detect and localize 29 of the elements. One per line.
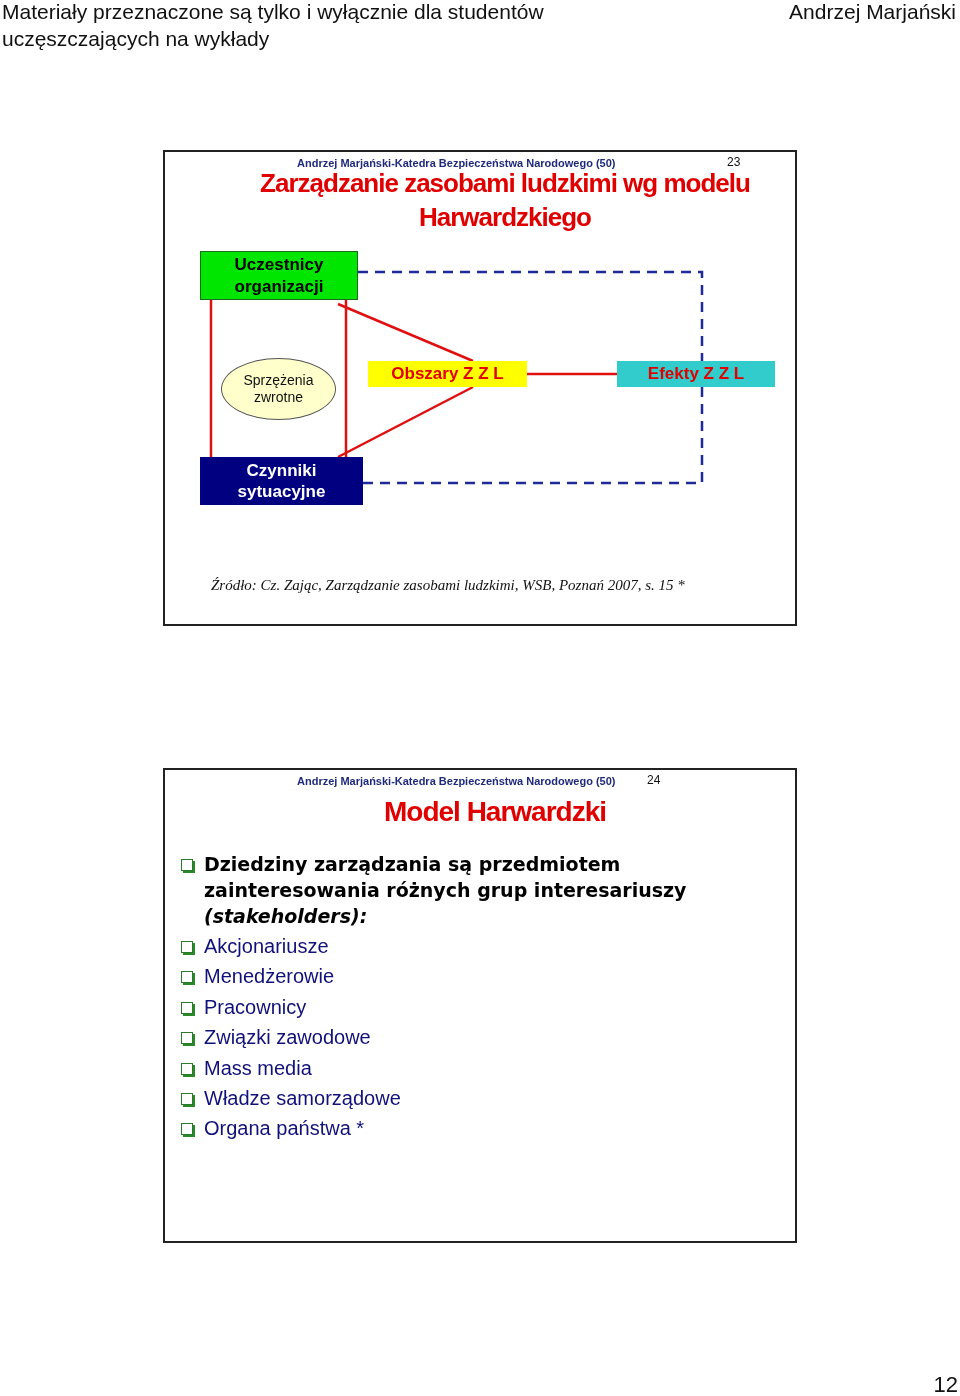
list-item: Związki zawodowe xyxy=(204,1025,371,1050)
source-note: Źródło: Cz. Zając, Zarządzanie zasobami ludzkimi, WSB, Poznań 2007, s. 15 * xyxy=(211,577,685,594)
page-number: 12 xyxy=(933,1372,958,1396)
list-item: Menedżerowie xyxy=(204,964,335,989)
page-header: Materiały przeznaczone są tylko i wyłącznie dla studentów uczęszczających na wykłady xyxy=(2,0,545,52)
slide-number: 24 xyxy=(647,773,661,787)
list-item: Władze samorządowe xyxy=(204,1086,401,1111)
list-item: Akcjonariusze xyxy=(204,934,329,959)
slide-header: Andrzej Marjański-Katedra Bezpieczeństwa Narodowego (50) xyxy=(297,775,616,787)
author-name: Andrzej Marjański xyxy=(789,0,956,25)
slide-header: Andrzej Marjański-Katedra Bezpieczeństwa Narodowego (50) xyxy=(297,157,616,169)
list-item: Organa państwa * xyxy=(204,1116,365,1141)
bullet-text: Dziedziny zarządzania są przedmiotem zainteresowania różnych grup interesariuszy (stakeholders): xyxy=(204,852,688,929)
list-item: Pracownicy xyxy=(204,995,307,1020)
slide-title: Model Harwardzki xyxy=(382,795,608,829)
factors-box: Czynniki sytuacyjne xyxy=(200,457,363,505)
connector-line xyxy=(344,300,348,457)
connector-line xyxy=(209,300,213,457)
list-item: Mass media xyxy=(204,1056,312,1081)
connector-line xyxy=(337,302,474,363)
connector-line xyxy=(358,270,704,361)
connector-line xyxy=(527,372,617,376)
slide-number: 23 xyxy=(727,155,741,169)
connector-line xyxy=(363,387,704,485)
slide-title: Zarządzanie zasobami ludzkimi wg modelu Harwardzkiego xyxy=(259,168,751,234)
areas-box: Obszary Z Z L xyxy=(368,361,527,387)
participants-box: Uczestnicy organizacji xyxy=(200,251,358,300)
connector-line xyxy=(337,385,474,459)
effects-box: Efekty Z Z L xyxy=(617,361,775,387)
